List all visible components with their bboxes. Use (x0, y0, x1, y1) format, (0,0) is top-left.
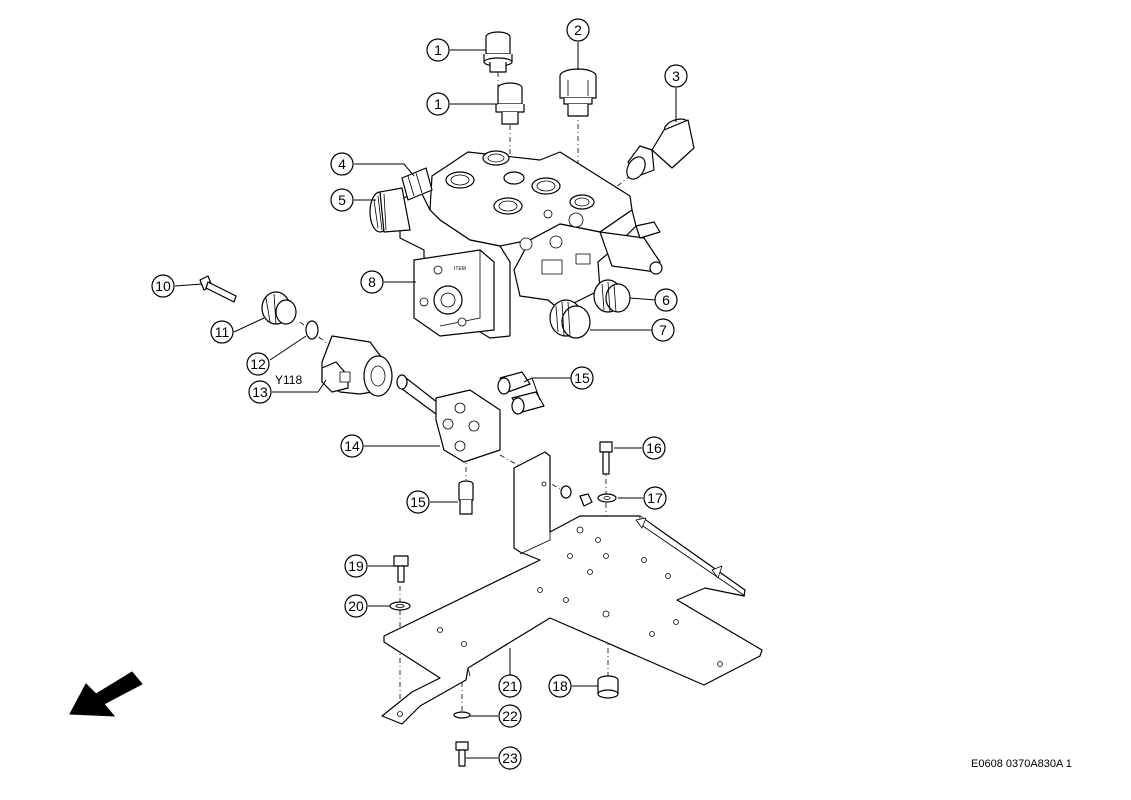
callout-15-upper: 15 (570, 366, 594, 390)
leader-lines (174, 42, 677, 759)
callout-7: 7 (651, 318, 675, 342)
svg-text:20: 20 (348, 598, 364, 614)
svg-text:1: 1 (434, 96, 442, 112)
drawing-reference: E0608 0370A830A 1 (971, 758, 1072, 770)
svg-text:22: 22 (502, 708, 518, 724)
svg-text:5: 5 (338, 192, 346, 208)
small-washer-and-nut (560, 485, 593, 507)
elbow-fitting-3 (626, 118, 695, 180)
svg-text:2: 2 (574, 22, 582, 38)
callout-13: 13 (248, 380, 272, 404)
spacer-18 (597, 675, 619, 699)
svg-text:15: 15 (410, 494, 426, 510)
callout-6: 6 (654, 288, 678, 312)
svg-text:13: 13 (252, 384, 268, 400)
svg-text:16: 16 (646, 440, 662, 456)
fitting-1-upper (483, 31, 513, 73)
callout-4: 4 (330, 152, 354, 176)
callout-12: 12 (246, 352, 270, 376)
svg-text:8: 8 (368, 274, 376, 290)
svg-text:3: 3 (672, 68, 680, 84)
callout-21: 21 (498, 674, 522, 698)
svg-text:11: 11 (215, 324, 230, 340)
direction-arrow-icon (69, 671, 143, 717)
bolt-19 (393, 555, 409, 583)
svg-text:23: 23 (502, 750, 518, 766)
callout-8: 8 (360, 270, 384, 294)
callout-3: 3 (664, 64, 688, 88)
callout-1-lower: 1 (426, 92, 450, 116)
bolt-23 (455, 741, 469, 767)
callout-16: 16 (642, 436, 666, 460)
svg-text:18: 18 (552, 678, 568, 694)
svg-text:10: 10 (155, 278, 171, 294)
svg-text:4: 4 (338, 156, 346, 172)
svg-text:1: 1 (434, 42, 442, 58)
nut-11 (261, 291, 297, 325)
svg-text:6: 6 (662, 292, 670, 308)
callout-17: 17 (643, 486, 667, 510)
callout-5: 5 (330, 188, 354, 212)
fitting-15-lower (458, 480, 474, 515)
valve-cartridge-14 (396, 374, 501, 463)
svg-text:15: 15 (574, 370, 590, 386)
o-ring-12 (305, 320, 319, 340)
fitting-15-upper (497, 371, 545, 415)
svg-text:14: 14 (344, 438, 360, 454)
solenoid-coil-13 (321, 335, 393, 397)
mounting-plate (381, 451, 763, 725)
callout-18: 18 (548, 674, 572, 698)
svg-text:17: 17 (647, 490, 663, 506)
svg-text:12: 12 (250, 356, 266, 372)
adapter-2 (559, 68, 597, 117)
callout-2: 2 (566, 18, 590, 42)
callout-14: 14 (340, 434, 364, 458)
callout-10: 10 (151, 274, 175, 298)
callout-20: 20 (344, 594, 368, 618)
bolt-10 (199, 275, 237, 303)
callout-15-lower: 15 (406, 490, 430, 514)
fitting-1-lower (495, 82, 525, 125)
callout-23: 23 (498, 746, 522, 770)
callout-22: 22 (498, 704, 522, 728)
bolt-16 (599, 441, 613, 475)
plate-holes (397, 481, 723, 717)
svg-text:7: 7 (659, 322, 667, 338)
callout-19: 19 (344, 554, 368, 578)
washer-17 (597, 493, 617, 503)
washer-20 (389, 601, 411, 611)
solenoid-code-label: Y118 (275, 373, 302, 387)
callout-1-upper: 1 (426, 38, 450, 62)
svg-text:21: 21 (502, 678, 518, 694)
washer-22 (453, 711, 471, 719)
callout-11: 11 (210, 320, 234, 344)
svg-text:ITEM: ITEM (454, 266, 466, 272)
control-valve-block: ITEM (369, 150, 663, 339)
svg-text:19: 19 (348, 558, 364, 574)
